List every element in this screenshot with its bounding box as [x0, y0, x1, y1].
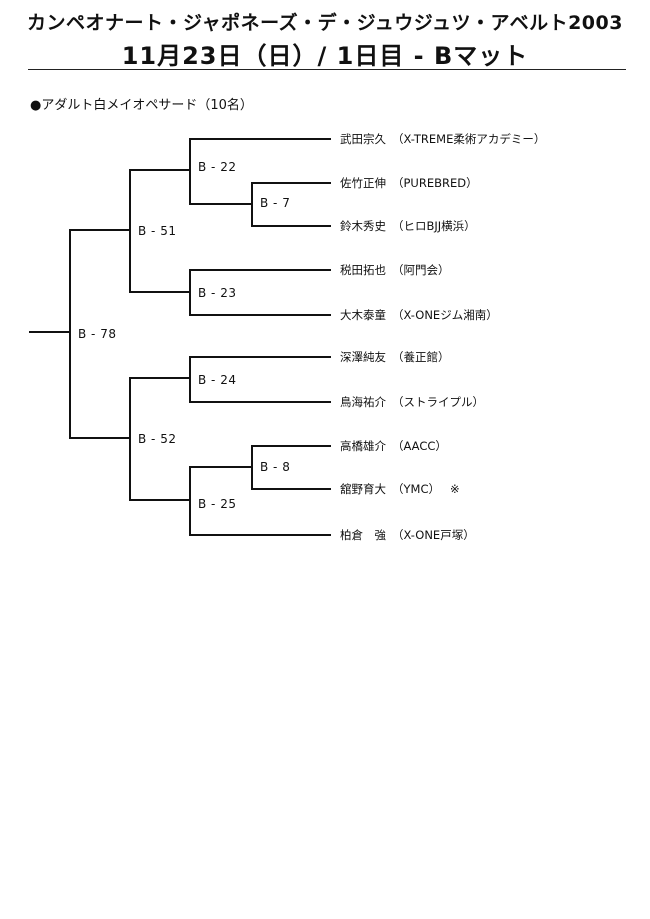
entrant-3: 鈴木秀史 （ヒロBJJ横浜） — [340, 219, 476, 233]
entrant-team: （X-ONEジム湘南） — [392, 308, 498, 322]
entrant-name: 武田宗久 — [340, 132, 386, 146]
bracket-line-b25 — [129, 466, 191, 536]
bracket-line-b51 — [69, 169, 131, 293]
entrant-7: 鳥海祐介 （ストライプル） — [340, 395, 484, 409]
bracket-line-b7 — [189, 182, 253, 227]
entrant-name: 柏倉 強 — [340, 528, 386, 542]
entrant-team: （養正館） — [392, 350, 450, 364]
entrant-6: 深澤純友 （養正館） — [340, 350, 450, 364]
entrant-note-mark: ※ — [449, 482, 460, 496]
entrant-name: 税田拓也 — [340, 263, 386, 277]
match-label-b25: B - 25 — [198, 497, 237, 511]
entrant-team: （YMC） — [392, 482, 440, 496]
match-label-b8: B - 8 — [260, 460, 291, 474]
entrant-8: 高橋雄介 （AACC） — [340, 439, 447, 453]
bracket-line-b23 — [129, 269, 191, 316]
entrant-name: 鈴木秀史 — [340, 219, 386, 233]
entrant-name: 舘野育大 — [340, 482, 386, 496]
entrant-team: （X-TREME柔術アカデミー） — [392, 132, 546, 146]
match-label-b24: B - 24 — [198, 373, 237, 387]
entrant-name: 深澤純友 — [340, 350, 386, 364]
entrant-1: 武田宗久 （X-TREME柔術アカデミー） — [340, 132, 545, 146]
entrant-team: （阿門会） — [392, 263, 450, 277]
bracket-line-b8 — [189, 445, 253, 490]
bracket-line-b52 — [69, 377, 131, 501]
entrant-name: 鳥海祐介 — [340, 395, 386, 409]
bracket-line-b22 — [129, 138, 191, 205]
entrant-team: （AACC） — [392, 439, 447, 453]
entrant-team: （ヒロBJJ横浜） — [392, 219, 476, 233]
entrant-team: （PUREBRED） — [392, 176, 478, 190]
entrant-name: 大木泰童 — [340, 308, 386, 322]
entrant-name: 佐竹正伸 — [340, 176, 386, 190]
match-label-b22: B - 22 — [198, 160, 237, 174]
entrant-team: （ストライプル） — [392, 395, 484, 409]
match-label-b7: B - 7 — [260, 196, 291, 210]
entrant-2: 佐竹正伸 （PUREBRED） — [340, 176, 478, 190]
entrant-5: 大木泰童 （X-ONEジム湘南） — [340, 308, 498, 322]
bracket-line-b78 — [29, 229, 71, 439]
match-label-b23: B - 23 — [198, 286, 237, 300]
entrant-10: 柏倉 強 （X-ONE戸塚） — [340, 528, 475, 542]
header-divider — [28, 69, 626, 70]
entrant-4: 税田拓也 （阿門会） — [340, 263, 450, 277]
match-label-b78: B - 78 — [78, 327, 117, 341]
category-heading: ●アダルト白メイオペサード（10名） — [30, 98, 253, 113]
event-date-subtitle: 11月23日（日）/ 1日目 - Bマット — [121, 42, 529, 70]
match-label-b52: B - 52 — [138, 432, 177, 446]
match-label-b51: B - 51 — [138, 224, 177, 238]
entrant-team: （X-ONE戸塚） — [392, 528, 475, 542]
entrant-name: 高橋雄介 — [340, 439, 386, 453]
event-title: カンペオナート・ジャポネーズ・デ・ジュウジュツ・アベルト2003 — [27, 12, 623, 34]
bracket-line-b24 — [129, 356, 191, 403]
entrant-9: 舘野育大 （YMC） ※ — [340, 482, 460, 496]
